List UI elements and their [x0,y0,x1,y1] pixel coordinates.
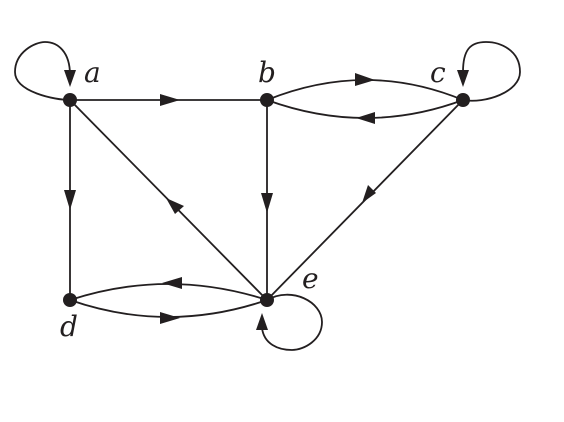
arrowhead-c-b [356,112,375,124]
node-e [260,293,274,307]
arrowhead-e-e [256,313,268,330]
edge-c-c [462,41,521,102]
arrowhead-d-e [160,312,180,324]
node-label-c: c [430,56,446,89]
edge-e-d [69,283,268,301]
edge-d-e [69,299,268,318]
edge-e-e [261,293,323,351]
edge-a-a [14,41,71,101]
node-label-e: e [302,262,319,295]
node-label-a: a [84,56,101,89]
arrowhead-a-d [64,190,76,210]
node-a [63,93,77,107]
arrowhead-e-a [166,198,184,214]
arrowhead-b-e [261,193,273,213]
arrowhead-a-b [160,94,180,106]
arrowhead-c-c [457,70,469,87]
arrowhead-e-d [162,277,182,289]
arrowhead-c-e [362,185,376,203]
node-d [63,293,77,307]
arrowhead-b-c [355,73,375,86]
node-c [456,93,470,107]
arrowhead-a-a [64,70,76,87]
node-label-b: b [258,56,276,89]
node-label-d: d [60,310,78,343]
node-b [260,93,274,107]
